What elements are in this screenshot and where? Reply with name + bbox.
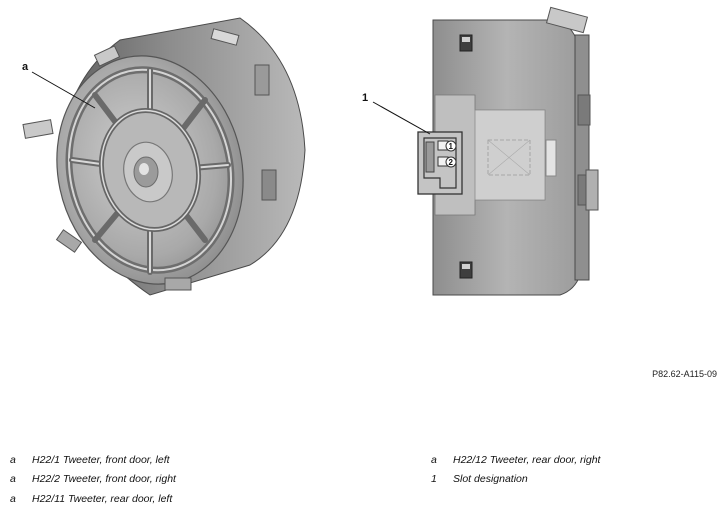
legend-key: a [10, 453, 16, 466]
callout-1-label: 1 [362, 92, 368, 104]
tweeter-diagram: a 1 2 1 [22, 6, 599, 296]
legend-key: a [431, 453, 437, 466]
pin-1-label: 1 [449, 142, 454, 151]
callout-1-leader [372, 101, 431, 135]
legend-item: a H22/11 Tweeter, rear door, left [10, 489, 370, 509]
legend-key: a [10, 473, 16, 486]
legend-text: H22/1 Tweeter, front door, left [32, 453, 170, 466]
callout-a-leader [31, 71, 96, 109]
legend-key: 1 [431, 473, 437, 486]
tweeter-perspective-view [22, 17, 306, 296]
legend-text: H22/2 Tweeter, front door, right [32, 473, 176, 486]
legend-key: a [10, 492, 16, 505]
figure-id: P82.62-A115-09 [652, 369, 717, 379]
tweeter-side-view: 1 2 [417, 6, 599, 296]
legend-item: a H22/1 Tweeter, front door, left [10, 450, 370, 470]
legend-right: a H22/12 Tweeter, rear door, right 1 Slo… [431, 450, 721, 489]
legend-item: a H22/2 Tweeter, front door, right [10, 470, 370, 490]
legend-text: H22/12 Tweeter, rear door, right [453, 453, 601, 466]
legend-item: a H22/12 Tweeter, rear door, right [431, 450, 721, 470]
pin-2-label: 2 [449, 158, 454, 167]
legend-left: a H22/1 Tweeter, front door, left a H22/… [10, 450, 370, 509]
legend-text: H22/11 Tweeter, rear door, left [32, 492, 173, 505]
callout-a-label: a [22, 61, 29, 73]
legend-text: Slot designation [453, 473, 528, 486]
legend-item: 1 Slot designation [431, 470, 721, 490]
